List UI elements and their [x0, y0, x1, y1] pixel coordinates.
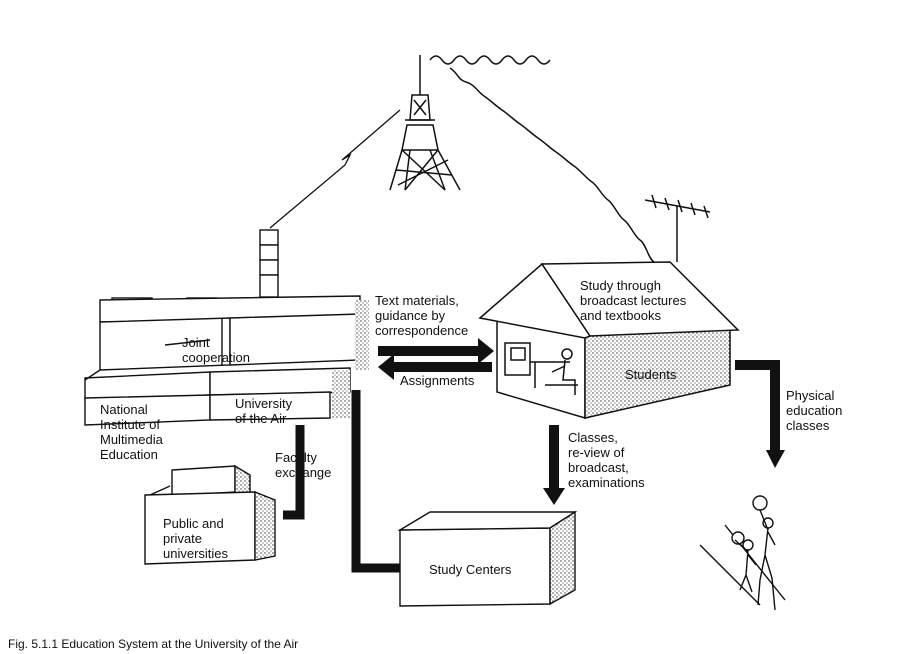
students-label: Students: [625, 367, 677, 382]
study-broadcast-label: Study through broadcast lectures and tex…: [580, 278, 687, 323]
university-building: [84, 229, 369, 426]
text-materials-label: Text materials, guidance by corresponden…: [375, 293, 469, 338]
faculty-exchange-connector: [283, 425, 305, 520]
basketball-players: [699, 495, 786, 611]
university-to-study-centers-connector: [351, 390, 400, 573]
assignments-label: Assignments: [400, 373, 475, 388]
classes-arrow: [543, 425, 565, 505]
study-centers-label: Study Centers: [429, 562, 512, 577]
student-house: [478, 261, 740, 420]
text-materials-arrow: [378, 338, 494, 364]
physical-education-label: Physical education classes: [786, 388, 843, 433]
tv-antenna: [644, 194, 711, 262]
figure-caption: Fig. 5.1.1 Education System at the Unive…: [8, 637, 299, 651]
broadcast-tower: [389, 55, 461, 191]
physical-education-arrow: [735, 360, 785, 468]
public-private-universities-building: [144, 464, 276, 565]
broadcast-wave: [429, 55, 669, 283]
classes-label: Classes, re-view of broadcast, examinati…: [568, 430, 645, 490]
study-centers-box: [397, 510, 578, 607]
faculty-exchange-label: Faculty exchange: [275, 450, 332, 480]
joint-cooperation-label: Joint cooperation: [182, 335, 250, 365]
assignments-arrow: [378, 354, 492, 380]
uplink-signal: [269, 109, 401, 229]
public-private-universities-label: Public and private universities: [163, 516, 229, 561]
university-of-the-air-label: University of the Air: [235, 396, 293, 426]
nime-label: National Institute of Multimedia Educati…: [100, 402, 163, 462]
